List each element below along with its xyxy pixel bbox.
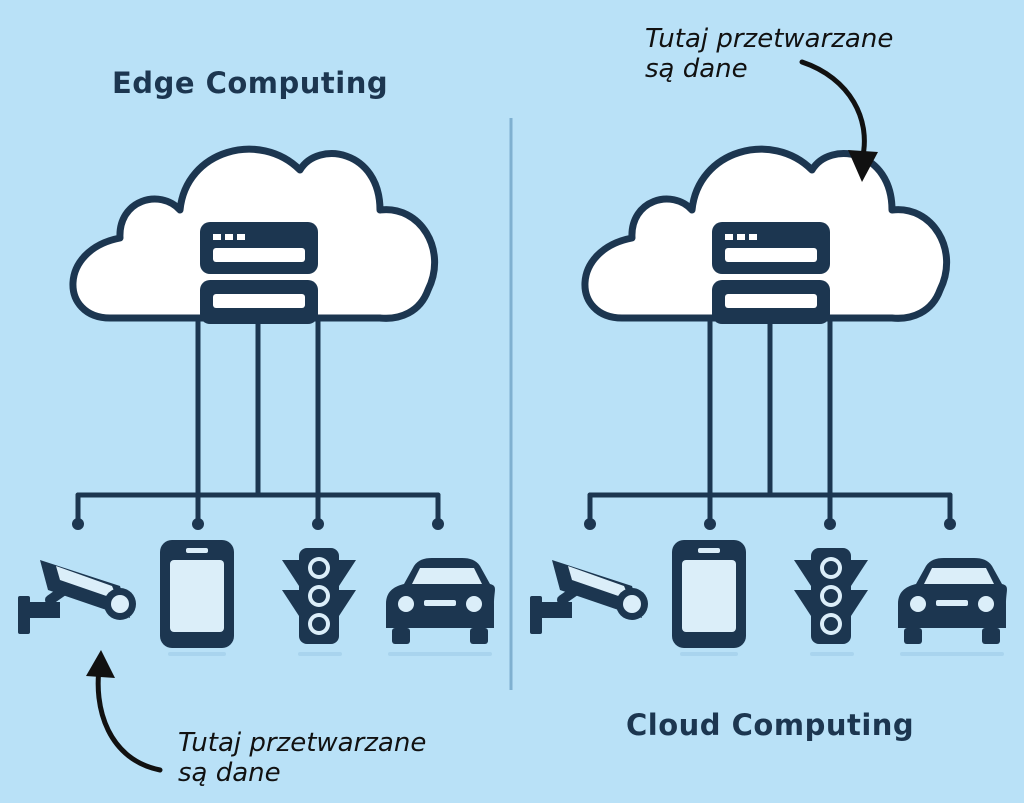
connection-dots [72, 518, 444, 530]
smartphone-icon [160, 540, 234, 656]
cloud-server-icon [585, 149, 947, 324]
edge-note-line1: Tutaj przetwarzane [178, 728, 427, 758]
cloud-arrow-icon [799, 59, 867, 163]
cloud-processing-note: Tutaj przetwarzane są dane [645, 24, 893, 84]
camera-icon [530, 560, 648, 634]
connection-lines [78, 318, 438, 524]
traffic-light-icon [282, 548, 356, 656]
camera-icon [18, 560, 136, 634]
traffic-light-icon [794, 548, 868, 656]
edge-computing-panel [18, 149, 495, 773]
cloud-note-line2: są dane [645, 54, 748, 84]
edge-computing-title: Edge Computing [112, 66, 389, 100]
edge-arrow-icon [95, 659, 163, 773]
cloud-computing-title: Cloud Computing [626, 708, 915, 742]
cloud-arrowhead-icon [848, 150, 878, 182]
edge-processing-note: Tutaj przetwarzane są dane [178, 728, 426, 788]
cloud-server-icon [73, 149, 435, 324]
car-icon [386, 558, 495, 656]
smartphone-icon [672, 540, 746, 656]
edge-arrowhead-icon [86, 650, 115, 678]
cloud-note-line1: Tutaj przetwarzane [645, 24, 894, 54]
cloud-computing-panel [530, 149, 1007, 656]
connection-dots [584, 518, 956, 530]
edge-note-line2: są dane [178, 758, 281, 788]
connection-lines [590, 318, 950, 524]
car-icon [898, 558, 1007, 656]
